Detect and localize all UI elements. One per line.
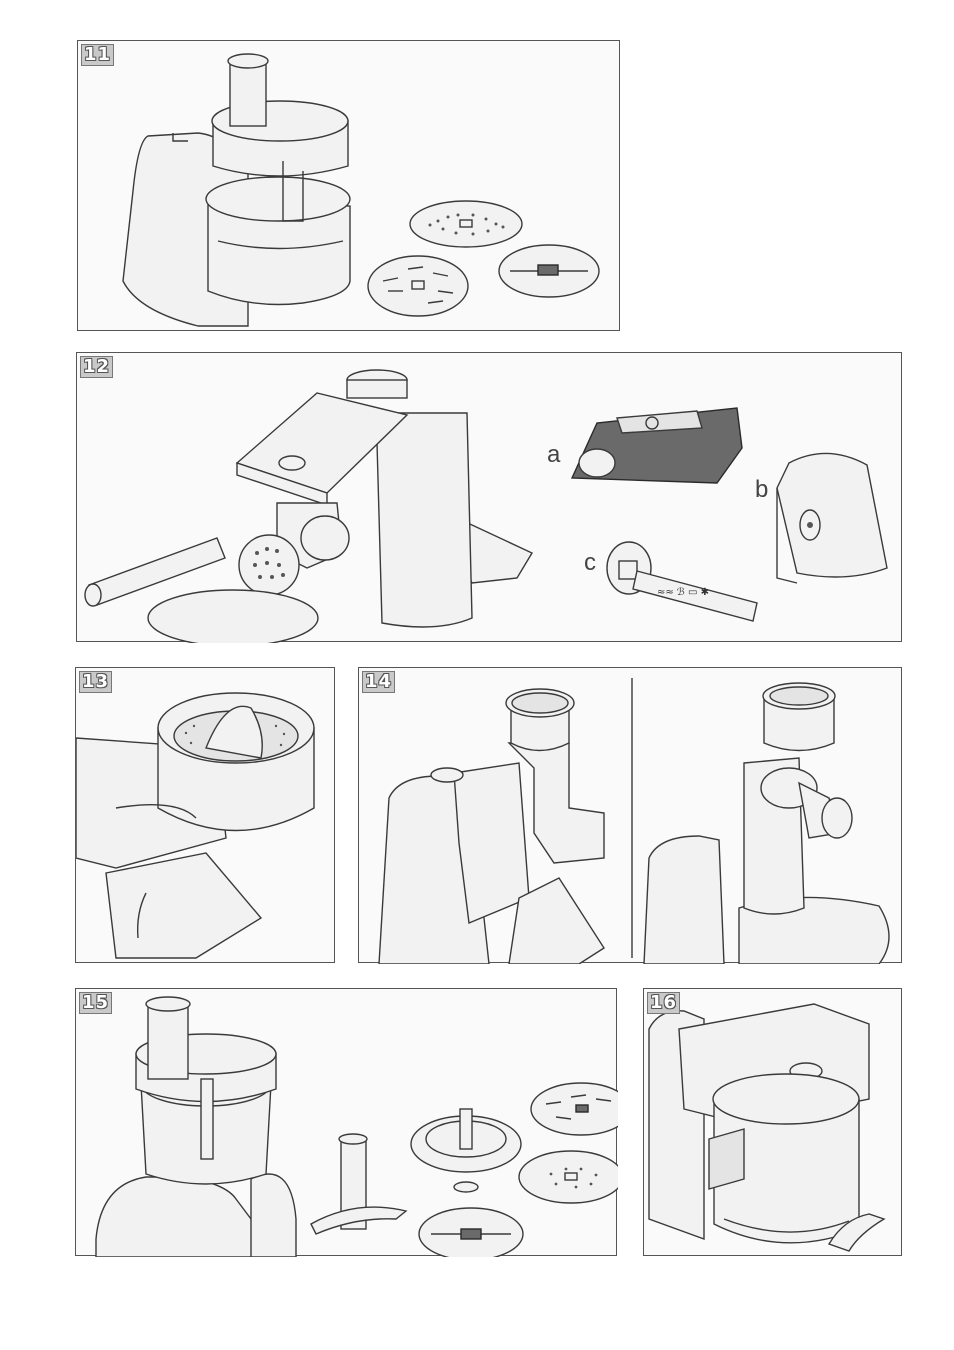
panel-15: 15 xyxy=(75,988,617,1256)
citrus-press-illustration xyxy=(76,668,336,964)
panel-12: ≈≈ ℬ ▭ ✱ 12 a b c xyxy=(76,352,902,642)
step-number-badge: 14 xyxy=(362,671,395,693)
panel-14: 14 xyxy=(358,667,902,963)
panel-16: 16 xyxy=(643,988,902,1256)
grain-mill-illustration xyxy=(359,668,903,964)
step-number-badge: 15 xyxy=(79,992,112,1014)
step-number-badge: 11 xyxy=(81,44,114,66)
food-processor-tools-illustration xyxy=(76,989,618,1257)
panel-11: 11 xyxy=(77,40,620,331)
step-number-badge: 12 xyxy=(80,356,113,378)
blender-jug-illustration xyxy=(644,989,903,1257)
mincer-attachment-illustration: ≈≈ ℬ ▭ ✱ xyxy=(77,353,903,643)
step-number-badge: 13 xyxy=(79,671,112,693)
callout-c: c xyxy=(584,551,596,575)
food-processor-discs-illustration xyxy=(78,41,621,332)
step-number-badge: 16 xyxy=(647,992,680,1014)
callout-a: a xyxy=(547,443,560,467)
svg-text:≈≈ ℬ ▭ ✱: ≈≈ ℬ ▭ ✱ xyxy=(657,587,709,598)
panel-13: 13 xyxy=(75,667,335,963)
callout-b: b xyxy=(755,478,768,502)
